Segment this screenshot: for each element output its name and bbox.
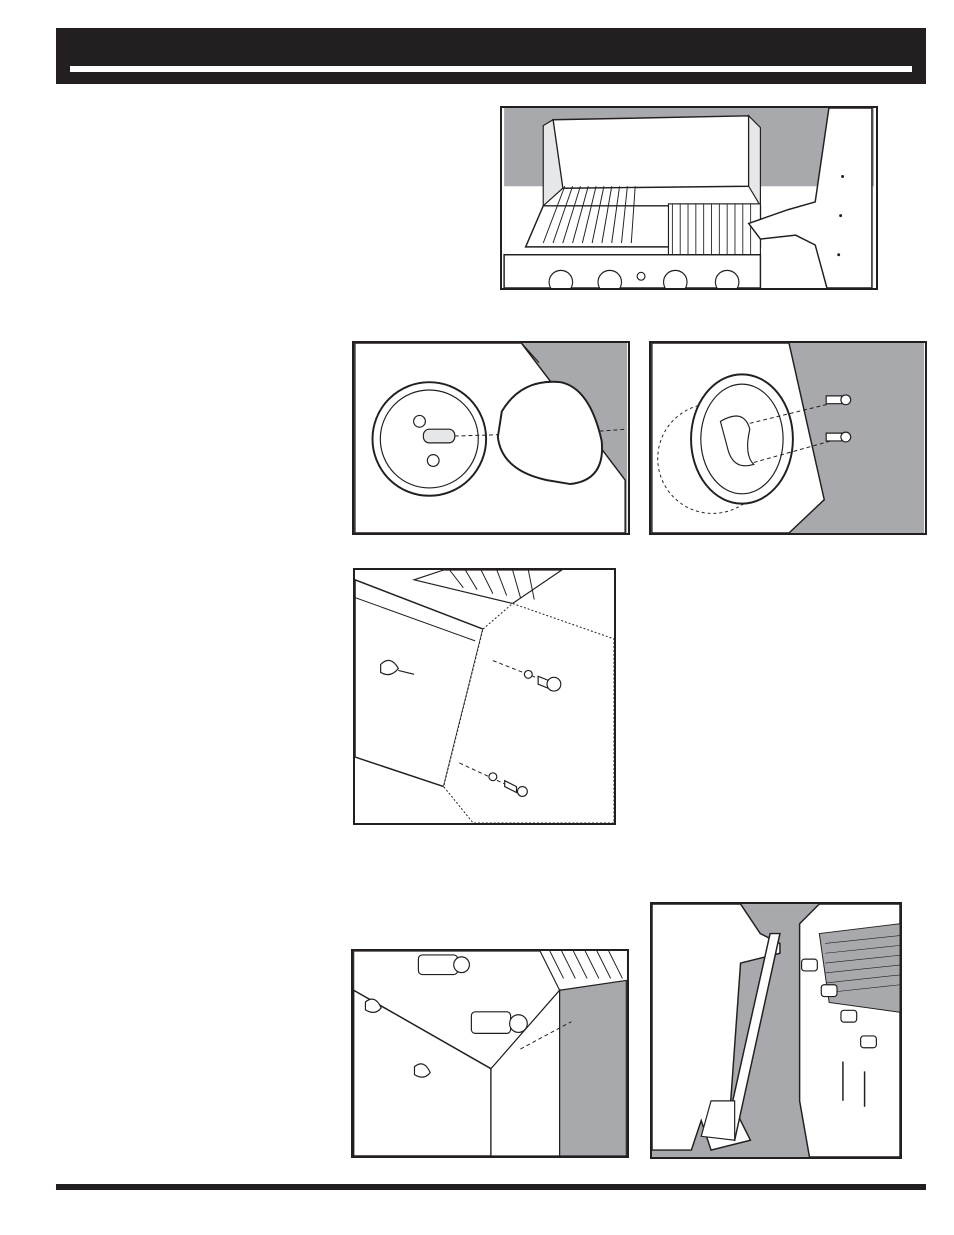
control-knob-illustration bbox=[354, 343, 628, 533]
control-panel-screw-illustration bbox=[355, 570, 614, 823]
figure-grill-cooking-grates bbox=[500, 106, 878, 290]
header-rule bbox=[70, 66, 912, 72]
figure-valve-manifold bbox=[351, 949, 629, 1158]
page-header-bar bbox=[56, 28, 926, 84]
figure-bezel-screws bbox=[649, 341, 927, 535]
valve-manifold-illustration bbox=[353, 951, 627, 1156]
figure-control-panel-screws bbox=[353, 568, 616, 825]
grill-grate-removal-illustration bbox=[502, 108, 876, 288]
figure-control-knob-removal bbox=[352, 341, 630, 535]
figure-manifold-removal bbox=[650, 902, 902, 1159]
bezel-screw-illustration bbox=[651, 343, 925, 533]
manifold-removal-illustration bbox=[652, 904, 900, 1157]
page-footer-rule bbox=[56, 1184, 926, 1190]
